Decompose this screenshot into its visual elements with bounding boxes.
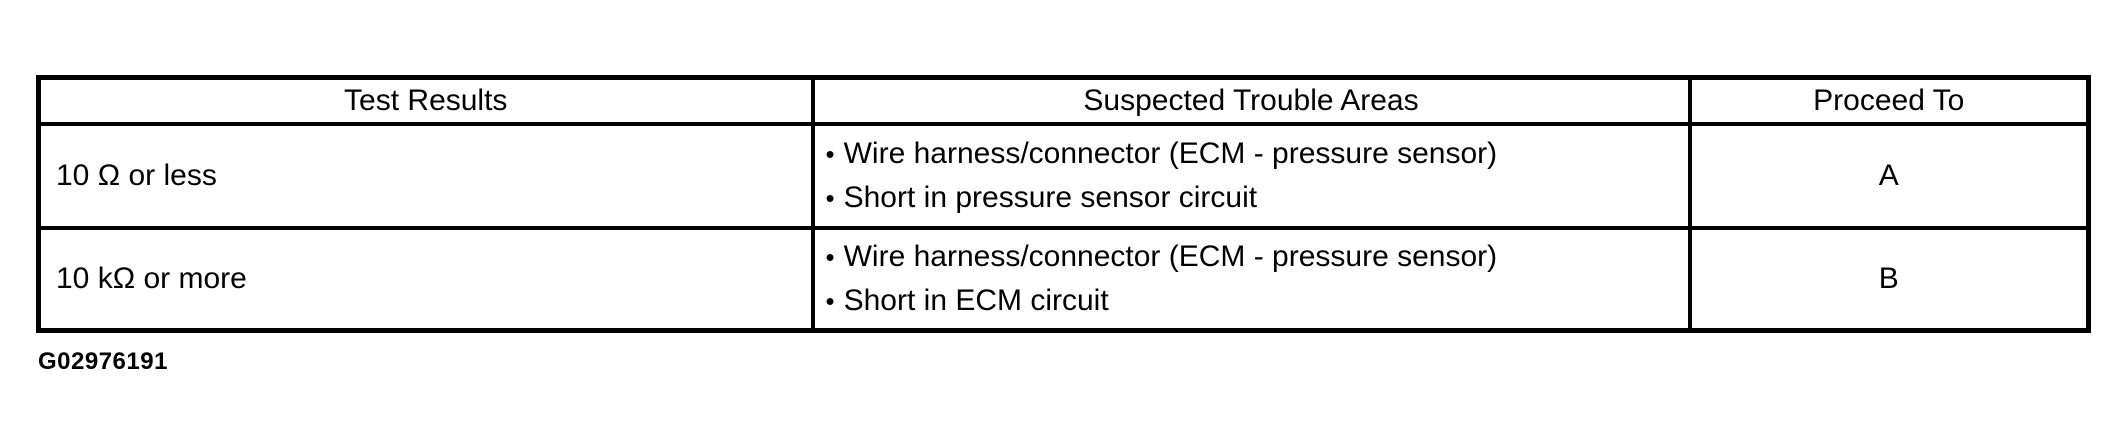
trouble-area-item: • Short in ECM circuit <box>826 279 1682 323</box>
bullet-icon: • <box>825 286 835 316</box>
column-header-proceed-to: Proceed To <box>1687 75 2091 126</box>
proceed-to-cell: B <box>1687 226 2091 333</box>
bullet-icon: • <box>825 242 835 272</box>
column-header-suspected-trouble-areas: Suspected Trouble Areas <box>810 75 1692 126</box>
trouble-area-item: • Wire harness/connector (ECM - pressure … <box>826 132 1682 176</box>
proceed-to-cell: A <box>1687 122 2091 230</box>
trouble-area-item: • Wire harness/connector (ECM - pressure … <box>826 235 1682 279</box>
test-result-cell: 10 Ω or less <box>36 122 815 230</box>
figure-label: G02976191 <box>38 348 168 375</box>
table-row: 10 kΩ or more • Wire harness/connector (E… <box>36 226 2091 333</box>
test-result-cell: 10 kΩ or more <box>36 226 815 333</box>
trouble-area-text: Short in pressure sensor circuit <box>843 181 1258 214</box>
trouble-area-text: Short in ECM circuit <box>843 284 1109 317</box>
bullet-icon: • <box>825 139 835 169</box>
diagnostic-table-wrapper: Test Results Suspected Trouble Areas Pro… <box>36 75 2091 333</box>
bullet-icon: • <box>825 183 835 213</box>
trouble-areas-cell: • Wire harness/connector (ECM - pressure … <box>810 226 1692 333</box>
table-header-row: Test Results Suspected Trouble Areas Pro… <box>36 75 2091 126</box>
trouble-area-text: Wire harness/connector (ECM - pressure s… <box>843 240 1498 273</box>
trouble-area-text: Wire harness/connector (ECM - pressure s… <box>843 137 1498 170</box>
diagnostic-table: Test Results Suspected Trouble Areas Pro… <box>36 75 2091 333</box>
table-row: 10 Ω or less • Wire harness/connector (EC… <box>36 122 2091 230</box>
column-header-test-results: Test Results <box>36 75 815 126</box>
trouble-area-item: • Short in pressure sensor circuit <box>826 176 1682 220</box>
trouble-areas-cell: • Wire harness/connector (ECM - pressure … <box>810 122 1692 230</box>
